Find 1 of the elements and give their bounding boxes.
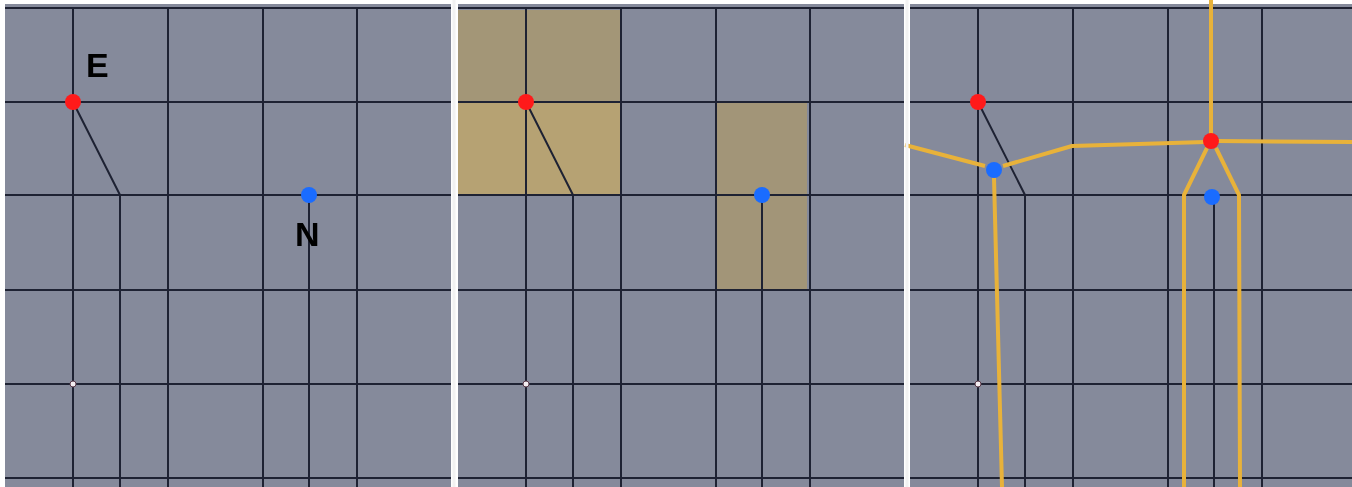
vertex-label: E bbox=[86, 48, 109, 82]
